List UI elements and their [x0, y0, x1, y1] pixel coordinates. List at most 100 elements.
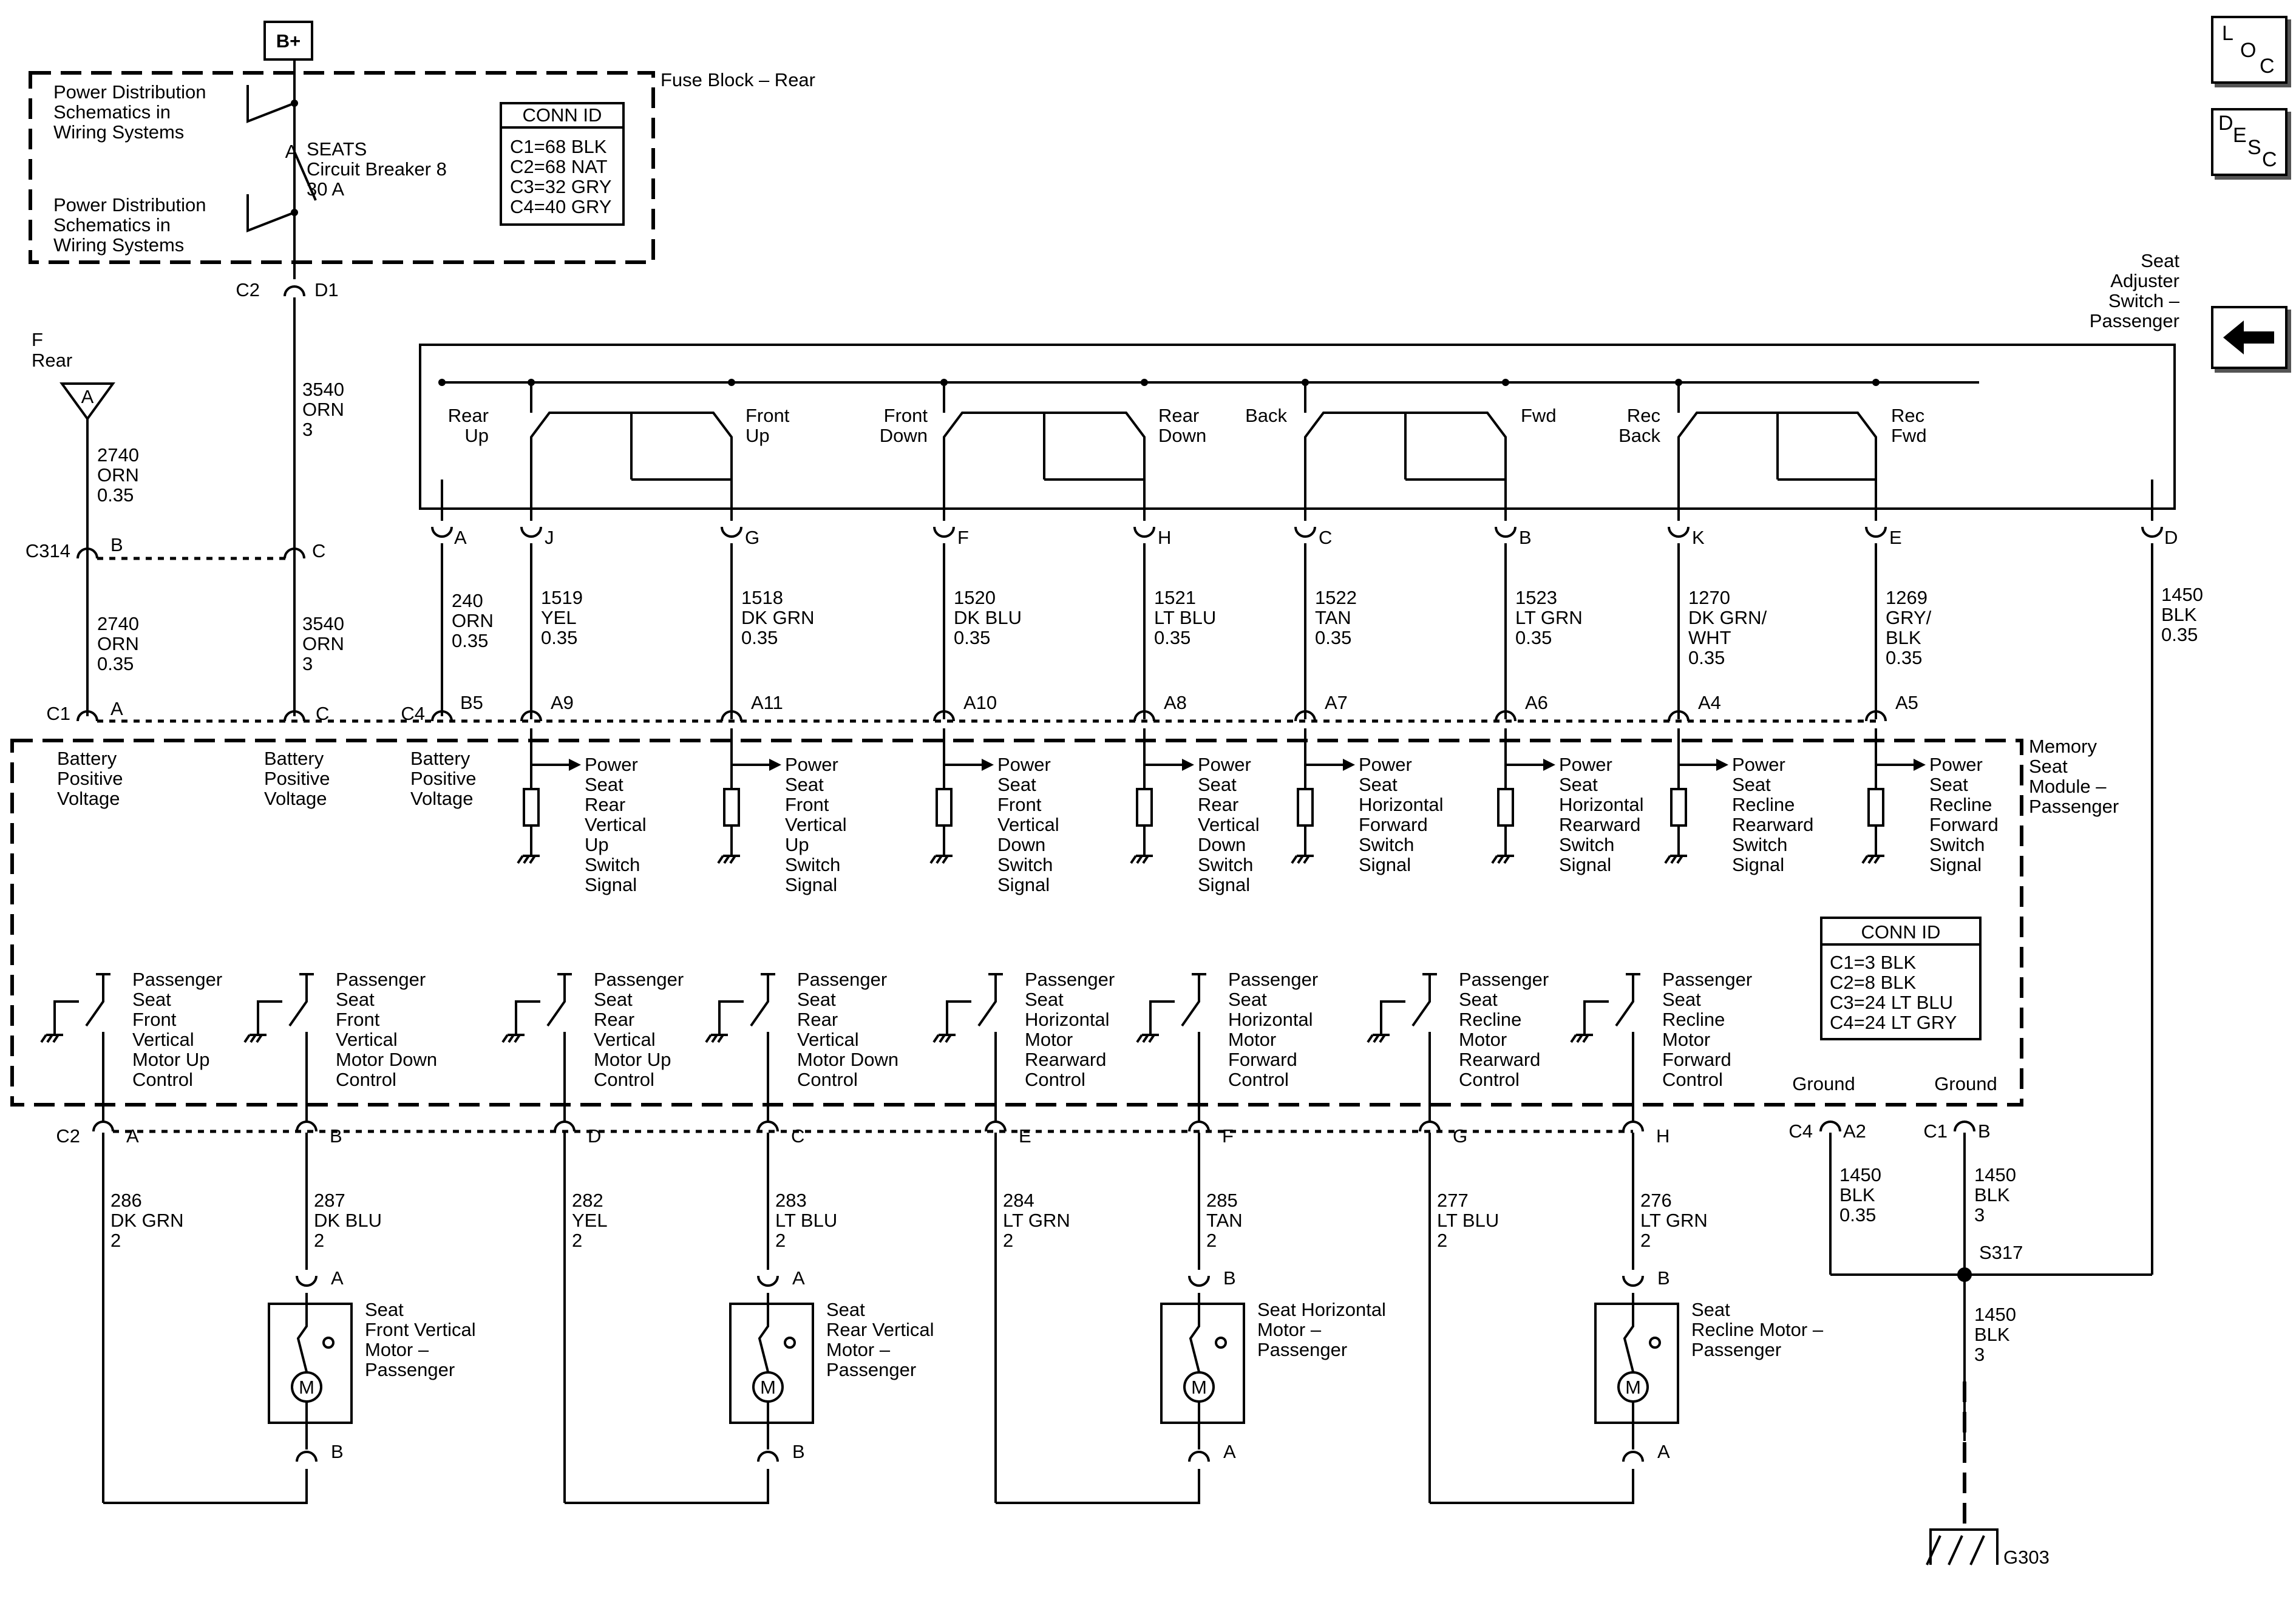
control-connector — [1419, 1120, 1441, 1132]
signal-arrow-icon — [982, 759, 994, 771]
wire-label: 284 — [1003, 1190, 1034, 1211]
module-connector — [520, 710, 542, 722]
connector-pin-label: E — [1019, 1125, 1031, 1147]
module-connector — [721, 710, 742, 722]
motor-return-wire — [996, 1469, 1200, 1504]
signal-arrow-icon — [1914, 759, 1926, 771]
motor-connector — [1622, 1451, 1644, 1462]
control-ground-icon — [501, 1034, 525, 1043]
ground-stroke — [717, 855, 724, 864]
wire-label: 1450 — [1974, 1164, 2016, 1185]
motor-circle — [1183, 1371, 1215, 1403]
wire-label: LT BLU — [1437, 1210, 1499, 1231]
motor-breaker-icon — [322, 1337, 335, 1349]
module-connector — [1668, 710, 1690, 722]
wire-label: 1521 — [1154, 587, 1196, 608]
conn-id-title: CONN ID — [523, 104, 602, 126]
switch-pin-connector — [1133, 526, 1155, 538]
loc-button[interactable]: L O C — [2211, 16, 2288, 84]
control-label: Motor Up — [132, 1049, 209, 1070]
ground-stroke — [1503, 855, 1510, 864]
power-distribution-ref: Schematics in — [53, 101, 171, 123]
back-button[interactable] — [2211, 306, 2288, 369]
wire-label: ORN — [97, 464, 139, 486]
desc-letter-s: S — [2247, 136, 2261, 159]
signal-label: Switch — [1732, 834, 1787, 855]
control-label: Passenger — [1459, 969, 1549, 990]
wire-label: 1269 — [1886, 587, 1927, 608]
signal-label: Switch — [1198, 854, 1253, 875]
power-distribution-ref: Power Distribution — [53, 194, 206, 215]
signal-label: Rear — [1198, 794, 1238, 815]
control-label: Motor — [1025, 1029, 1073, 1050]
control-switch — [546, 986, 566, 1027]
switch-position-label: Rec — [1891, 405, 1924, 426]
control-label: Motor Up — [594, 1049, 671, 1070]
switch-pin-label: K — [1692, 527, 1705, 548]
desc-button[interactable]: D E S C — [2211, 108, 2288, 176]
motor-m-icon: M — [1625, 1377, 1641, 1398]
motor-label: Passenger — [365, 1359, 455, 1380]
conn-id-row: C2=68 NAT — [510, 156, 608, 177]
wire-label: 1520 — [954, 587, 996, 608]
battery-voltage-label: Positive — [264, 768, 330, 789]
switch-node — [438, 379, 446, 386]
signal-label: Seat — [785, 774, 824, 795]
b-plus-label: B+ — [276, 30, 301, 52]
control-label: Horizontal — [1025, 1009, 1110, 1030]
ground-stroke — [932, 1034, 940, 1043]
pull-down-resistor — [723, 788, 740, 827]
wire-label: BLK — [2161, 604, 2197, 625]
ground-label: Ground — [1792, 1073, 1855, 1094]
switch-pin-label: D — [2164, 527, 2178, 548]
signal-label: Up — [585, 834, 609, 855]
switch-title: Passenger — [2090, 310, 2179, 331]
control-label: Control — [1459, 1069, 1520, 1090]
signal-label: Seat — [997, 774, 1036, 795]
connector-pin-label: B — [331, 1441, 344, 1462]
connector-pin-label: A9 — [551, 692, 574, 713]
loc-letter-l: L — [2222, 22, 2233, 45]
battery-voltage-label: Voltage — [57, 788, 120, 809]
connector-pin-label: F — [1222, 1125, 1234, 1147]
ground-stroke — [1861, 855, 1869, 864]
switch-position-label: Front — [884, 405, 928, 426]
signal-arrow-icon — [1343, 759, 1355, 771]
control-switch — [1615, 986, 1634, 1027]
wire-label: 277 — [1437, 1190, 1469, 1211]
motor-breaker-icon — [784, 1337, 796, 1349]
memory-seat-module-boundary — [10, 739, 2023, 1107]
motor-label: Passenger — [826, 1359, 916, 1380]
breaker-contact — [293, 151, 317, 201]
wire-label: DK GRN — [110, 1210, 184, 1231]
motor-thermal — [296, 1293, 308, 1372]
ground-stroke — [1867, 855, 1875, 864]
switch-position-label: Front — [746, 405, 790, 426]
pull-down-resistor — [1297, 788, 1314, 827]
wire-label: 0.35 — [1515, 627, 1552, 648]
control-label: Control — [797, 1069, 858, 1090]
motor-m-icon: M — [299, 1377, 314, 1398]
switch-position-label: Rear — [1158, 405, 1199, 426]
conn-id-row: C2=8 BLK — [1830, 972, 1917, 993]
signal-label: Rearward — [1732, 814, 1813, 835]
module-title: Memory — [2029, 736, 2097, 757]
wire-label: DK GRN — [741, 607, 815, 628]
control-label: Forward — [1662, 1049, 1731, 1070]
control-ground-icon — [1136, 1034, 1159, 1043]
splice-label: S317 — [1979, 1242, 2023, 1263]
switch-node — [528, 379, 535, 386]
fuse-ref-letter: A — [81, 386, 94, 407]
connector-label: C4 — [1788, 1120, 1813, 1142]
wire-label: 240 — [452, 590, 483, 611]
wire-label: YEL — [541, 607, 577, 628]
connector-pin-label: A4 — [1698, 692, 1721, 713]
motor-circle — [1617, 1371, 1649, 1403]
wire-label: ORN — [302, 399, 344, 420]
wire-label: 0.35 — [452, 630, 488, 651]
control-label: Front — [336, 1009, 380, 1030]
wire-label: DK BLU — [314, 1210, 382, 1231]
pull-down-resistor — [1670, 788, 1687, 827]
signal-label: Switch — [997, 854, 1053, 875]
switch-pin-label: F — [957, 527, 969, 548]
